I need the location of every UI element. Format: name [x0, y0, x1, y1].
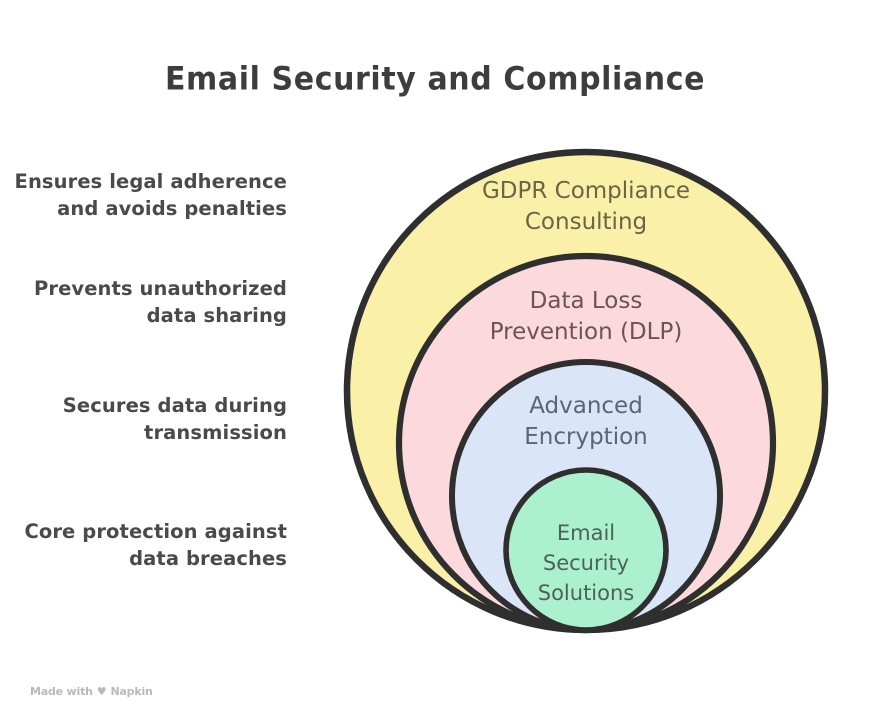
circle-stroke-core: [503, 467, 669, 633]
circle-fill-core: [506, 470, 666, 630]
circle-label-dlp: Data Loss Prevention (DLP): [489, 288, 683, 345]
heart-icon: ♥: [96, 685, 107, 698]
layer-description-core: Core protection against data breaches: [24, 520, 287, 570]
layer-description-encryption: Secures data during transmission: [62, 394, 287, 444]
napkin-watermark: Made with ♥ Napkin: [30, 685, 153, 698]
watermark-prefix: Made with: [30, 685, 93, 698]
page-title: Email Security and Compliance: [164, 60, 706, 99]
circle-label-core: Email Security Solutions: [537, 521, 635, 605]
layer-description-dlp: Prevents unauthorized data sharing: [33, 277, 287, 327]
circle-label-gdpr: GDPR Compliance Consulting: [481, 178, 691, 235]
watermark-brand: Napkin: [110, 685, 153, 698]
circle-layer-core: [503, 467, 669, 633]
circle-label-encryption: Advanced Encryption: [524, 393, 648, 450]
layer-description-gdpr: Ensures legal adherence and avoids penal…: [14, 170, 287, 220]
